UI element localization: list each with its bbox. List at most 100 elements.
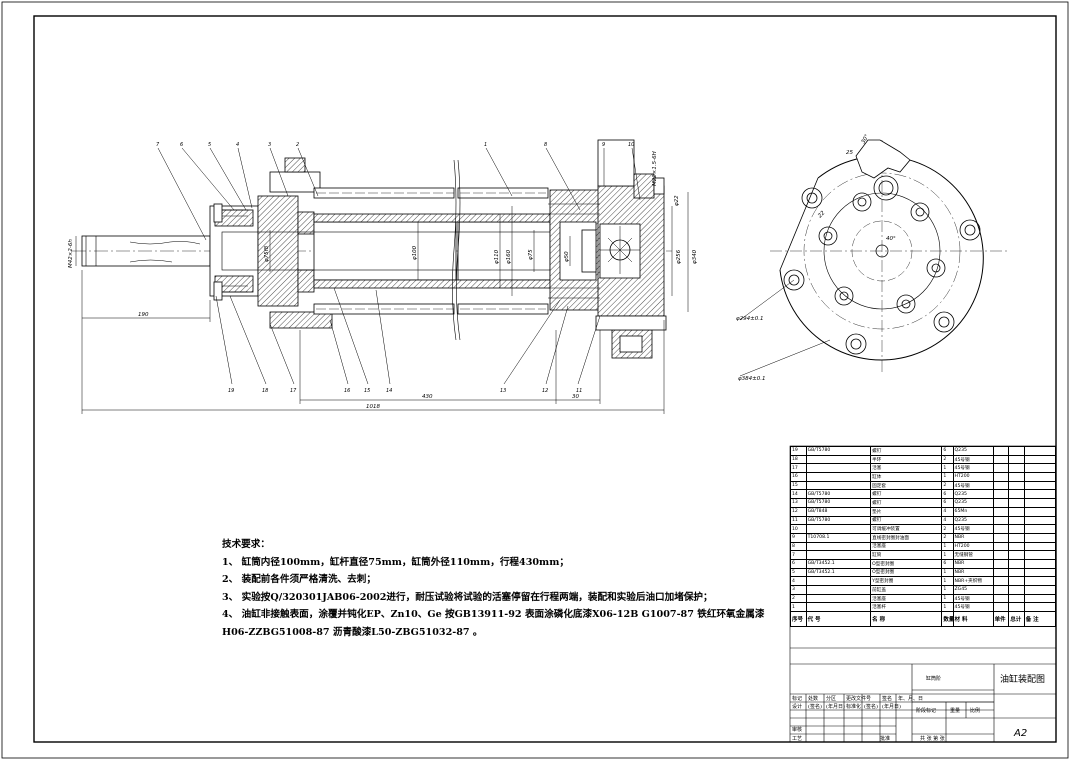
bom-cell: 可调缓冲装置 xyxy=(870,524,943,534)
bom-cell: 活塞座 xyxy=(870,541,943,552)
dim-40: 40° xyxy=(886,236,896,242)
dim-port: M22×1.5-6H xyxy=(652,151,658,186)
bom-cell: 1 xyxy=(941,593,954,604)
balloons-top: 7 6 5 4 3 2 1 8 9 10 xyxy=(156,142,634,148)
bom-cell: 螺钉 xyxy=(870,446,943,456)
balloon: 15 xyxy=(364,388,370,394)
bom-cell: 2 xyxy=(941,454,954,465)
bom-cell: 45号钢 xyxy=(952,454,994,465)
bom-cell: 1 xyxy=(941,472,954,482)
dim-d3: φ75 xyxy=(528,249,534,260)
cylinder-section-view xyxy=(72,139,672,359)
bom-cell: 6 xyxy=(941,498,954,508)
title-block-texts: 油缸装配图 缸筒阶 A2 标记 处数 分区 更改文件号 签名 年、月、日 设计 … xyxy=(792,673,1045,742)
bom-cell: 3 xyxy=(790,585,807,595)
bom-cell xyxy=(1023,532,1057,543)
balloon: 18 xyxy=(262,388,268,394)
bom-cell xyxy=(1008,541,1025,552)
bom-cell: O型密封圈 xyxy=(870,558,943,569)
tb-sheets: 共 张 第 张 xyxy=(920,735,945,742)
tb-label: 处数 xyxy=(808,695,818,702)
bom-cell xyxy=(992,498,1010,508)
tb-review: 审核 xyxy=(792,726,802,733)
bom-cell: Y型密封圈 xyxy=(870,576,943,586)
balloon: 14 xyxy=(386,388,392,394)
bom-cell xyxy=(1023,454,1057,465)
bom-cell xyxy=(1008,524,1025,534)
bom-cell: 9 xyxy=(790,532,807,543)
bom-cell: Q235 xyxy=(952,446,994,456)
balloon: 1 xyxy=(484,142,487,148)
bom-cell: 前缸盖 xyxy=(870,585,943,595)
bom-cell: 活塞座 xyxy=(870,593,943,604)
bom-cell xyxy=(1008,576,1025,586)
bom-cell xyxy=(992,472,1010,482)
bom-cell xyxy=(805,585,872,595)
bom-header-cell: 单件 xyxy=(992,611,1010,628)
tb-label: (签名) xyxy=(808,703,822,710)
bom-cell xyxy=(1008,550,1025,560)
bom-cell: 半环 xyxy=(870,454,943,465)
tb-label: (年月日) xyxy=(882,703,901,710)
tb-weight: 重量 xyxy=(950,707,960,714)
balloon: 13 xyxy=(500,388,506,394)
bom-cell: 2 xyxy=(790,593,807,604)
note-item: 2、 装配前各件须严格清洗、去刺； xyxy=(222,574,376,586)
balloon: 6 xyxy=(180,142,183,148)
bom-cell: 4 xyxy=(941,506,954,517)
dim-rod-dia: φ75f8 xyxy=(264,245,270,262)
bom-cell xyxy=(805,472,872,482)
bom-cell xyxy=(1023,593,1057,604)
bom-cell: HT200 xyxy=(952,541,994,552)
bom-cell xyxy=(992,602,1010,613)
bom-cell xyxy=(992,532,1010,543)
bom-cell: 6 xyxy=(941,489,954,500)
dim-d2: φ160 xyxy=(506,249,512,264)
inner-frame xyxy=(33,15,1057,743)
bom-cell xyxy=(1008,480,1025,491)
bom-cell: 固定套 xyxy=(870,480,943,491)
dim-25: 25 xyxy=(846,150,853,156)
note-item: 4、 油缸非接触表面，涂覆并钝化EP、Zn10、Ge 按GB13911-92 表… xyxy=(222,609,765,621)
bom-cell: 45号钢 xyxy=(952,524,994,534)
bom-cell xyxy=(805,550,872,560)
sheet-size: A2 xyxy=(1013,728,1027,739)
bom-cell: 直线密封圈封油面 xyxy=(870,532,943,543)
bom-cell: HT200 xyxy=(952,472,994,482)
tb-label: (签名) xyxy=(864,703,878,710)
bom-cell xyxy=(1023,567,1057,578)
balloon: 16 xyxy=(344,388,350,394)
bom-cell: O型密封圈 xyxy=(870,567,943,578)
bom-cell: 17 xyxy=(790,463,807,474)
bom-cell xyxy=(1008,446,1025,456)
bom-cell: 1 xyxy=(941,567,954,578)
bom-cell: 15 xyxy=(790,480,807,491)
balloon: 5 xyxy=(208,142,211,148)
tb-approve: 批准 xyxy=(880,735,890,742)
dim-pcd1: φ294±0.1 xyxy=(736,316,763,322)
bom-cell: 18 xyxy=(790,454,807,465)
bom-cell: 1 xyxy=(790,602,807,613)
bom-cell xyxy=(992,489,1010,500)
dim-outer2: φ340 xyxy=(692,249,698,264)
bom-cell xyxy=(1023,524,1057,534)
bom-cell xyxy=(1023,446,1057,456)
bom-cell: 4 xyxy=(790,576,807,586)
tb-scale: 比例 xyxy=(970,707,980,714)
technical-requirements: 技术要求： 1、 缸筒内径100mm，缸杆直径75mm，缸筒外径110mm，行程… xyxy=(222,536,765,642)
tb-process: 工艺 xyxy=(792,736,802,742)
bom-cell: 1 xyxy=(941,550,954,560)
bom-cell: 缸体 xyxy=(870,472,943,482)
bom-cell: 19 xyxy=(790,446,807,456)
bom-cell xyxy=(805,602,872,613)
bom-cell: NBR+夹织物 xyxy=(952,576,994,586)
